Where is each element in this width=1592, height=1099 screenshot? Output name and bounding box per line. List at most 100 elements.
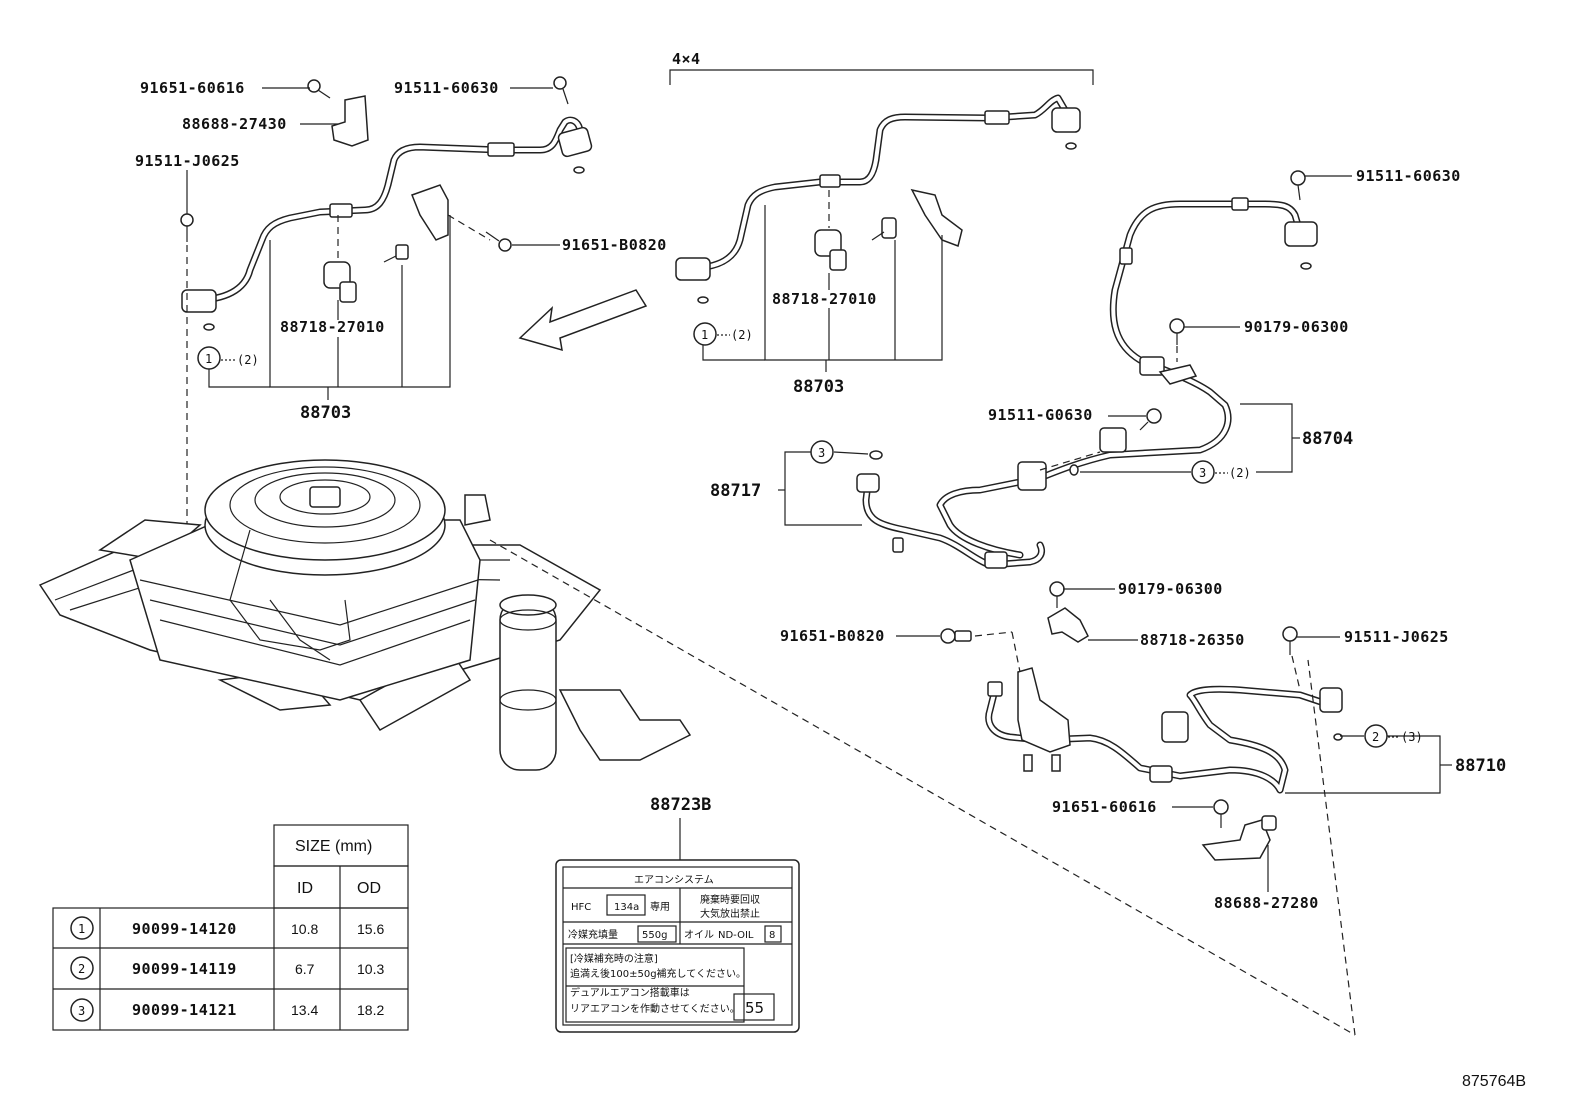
bolt-icon (485, 231, 512, 252)
fitting-icon (1319, 687, 1343, 713)
bolt-icon (1282, 626, 1298, 655)
fitting-icon (1051, 107, 1081, 133)
callout-88723B[interactable]: 88723B (650, 795, 711, 815)
table-row-part[interactable]: 90099-14121 (132, 1001, 237, 1019)
label-refrigerant-prefix: HFC (571, 902, 591, 913)
caution-label-decal: 88723B エアコンシステム HFC 134a 専用 廃棄時要回収 大気放出禁… (555, 795, 800, 1033)
bolt-icon (1139, 408, 1162, 431)
label-oil-grade: 8 (769, 930, 775, 941)
label-charge-amount: 550g (642, 930, 667, 941)
oring-ref-circle (1191, 460, 1215, 484)
bolt-icon (180, 213, 194, 242)
fitting-icon (1161, 711, 1189, 743)
callout-88703[interactable]: 88703 (300, 403, 351, 423)
callout-88703-center[interactable]: 88703 (793, 377, 844, 397)
bolt-icon (553, 76, 569, 105)
table-row-part[interactable]: 90099-14120 (132, 920, 237, 938)
callout-88717[interactable]: 88717 (710, 481, 761, 501)
bolt-icon (1213, 799, 1229, 828)
oring-ref-circle (810, 440, 834, 464)
oring-ref-number: 2 (1372, 730, 1379, 744)
table-row-ref: 3 (78, 1004, 85, 1018)
table-row-od: 10.3 (357, 961, 384, 977)
table-row-id: 10.8 (291, 921, 318, 937)
label-recovery-line1: 廃棄時要回収 (700, 893, 760, 906)
oring-ref-number: 3 (818, 446, 825, 460)
label-refrigerant: 134a (614, 902, 639, 913)
table-row-part[interactable]: 90099-14119 (132, 960, 237, 978)
left-hose-group: 91651-60616 88688-27430 91511-60630 9151… (135, 76, 667, 530)
diagram-id: 875764B (1462, 1073, 1526, 1090)
label-oil-label: オイル (684, 929, 714, 941)
callout-88710[interactable]: 88710 (1455, 756, 1506, 776)
oring-ref-circle (1364, 724, 1388, 748)
label-note-line2: デュアルエアコン搭載車は (570, 986, 690, 999)
rear-ac-unit-illustration (38, 459, 1356, 1036)
callout-90179-06300[interactable]: 90179-06300 (1244, 318, 1349, 336)
callout-91511-60630[interactable]: 91511-60630 (394, 79, 499, 97)
label-charge-label: 冷媒充填量 (568, 928, 618, 941)
bolt-icon (1049, 581, 1065, 608)
oring-size-table: SIZE (mm) ID OD 1 90099-14120 10.8 15.6 … (52, 824, 409, 1031)
receiver-icon (499, 599, 557, 771)
callout-88718-26350[interactable]: 88718-26350 (1140, 631, 1245, 649)
bolt-icon (1290, 170, 1306, 201)
table-row-od: 15.6 (357, 921, 384, 937)
center-hose-group: 4×4 88718-27010 88703 1 (2) (669, 50, 1094, 397)
callout-91511-G0630[interactable]: 91511-G0630 (988, 406, 1093, 424)
fitting-icon (1017, 461, 1047, 491)
oring-ref-circle (197, 346, 221, 370)
variant-label: 4×4 (672, 50, 701, 68)
expansion-valve-icon (1017, 667, 1071, 753)
callout-91651-60616-right[interactable]: 91651-60616 (1052, 798, 1157, 816)
callout-90179-06300-lower[interactable]: 90179-06300 (1118, 580, 1223, 598)
label-title: エアコンシステム (634, 874, 714, 886)
table-header-id: ID (297, 880, 313, 897)
label-note-line1: 追満え後100±50g補充してください。 (570, 967, 746, 980)
label-note-line3: リアエアコンを作動させてください。 (570, 1002, 740, 1015)
table-row-id: 6.7 (295, 961, 315, 977)
callout-88718-27010-center[interactable]: 88718-27010 (772, 290, 877, 308)
bracket-icon (331, 95, 369, 147)
oring-ref-circle (693, 322, 717, 346)
direction-arrow-icon (518, 289, 648, 352)
callout-91651-B0820[interactable]: 91651-B0820 (562, 236, 667, 254)
bolt-icon (307, 79, 331, 99)
oring-qty: (2) (1229, 466, 1251, 480)
callout-88688-27430[interactable]: 88688-27430 (182, 115, 287, 133)
callout-91511-60630-right[interactable]: 91511-60630 (1356, 167, 1461, 185)
table-row-ref: 1 (78, 922, 85, 936)
fitting-icon (181, 289, 217, 313)
table-row-ref: 2 (78, 962, 85, 976)
fitting-icon (1099, 427, 1127, 453)
right-pipe-group: 91511-60630 90179-06300 91511-G0630 8870… (710, 167, 1506, 912)
callout-91511-J0625-right[interactable]: 91511-J0625 (1344, 628, 1449, 646)
fitting-icon (557, 126, 593, 158)
oring-qty: (2) (731, 328, 753, 342)
label-code: 55 (745, 999, 764, 1017)
fitting-icon (675, 257, 711, 281)
oring-ref-number: 3 (1199, 466, 1206, 480)
clamp-icon (1047, 607, 1089, 643)
callout-88704[interactable]: 88704 (1302, 429, 1353, 449)
callout-88718-27010[interactable]: 88718-27010 (280, 318, 385, 336)
callout-91511-J0625[interactable]: 91511-J0625 (135, 152, 240, 170)
fitting-icon (1284, 221, 1318, 247)
oring-qty: (2) (237, 353, 259, 367)
table-row-od: 18.2 (357, 1002, 384, 1018)
bracket-icon (411, 184, 449, 241)
callout-91651-60616[interactable]: 91651-60616 (140, 79, 245, 97)
callout-88688-27280[interactable]: 88688-27280 (1214, 894, 1319, 912)
label-recovery-line2: 大気放出禁止 (700, 907, 760, 920)
label-note-title: [冷媒補充時の注意] (570, 952, 658, 965)
bracket-icon (1201, 819, 1271, 861)
fitting-icon (856, 473, 880, 493)
oring-ref-number: 1 (701, 328, 708, 342)
oring-qty: (3) (1401, 730, 1423, 744)
table-header-od: OD (357, 880, 381, 897)
callout-91651-B0820-right[interactable]: 91651-B0820 (780, 627, 885, 645)
table-row-id: 13.4 (291, 1002, 318, 1018)
bolt-icon (1169, 318, 1185, 345)
